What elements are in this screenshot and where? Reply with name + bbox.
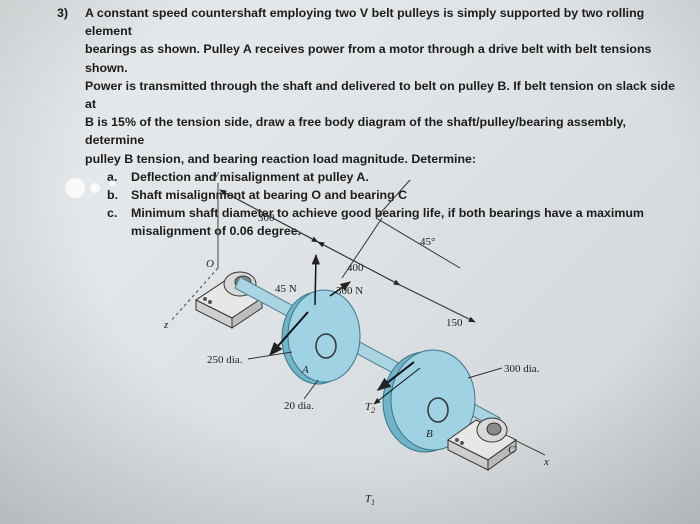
subitem-line: misalignment of 0.06 degree. xyxy=(131,224,302,239)
dim-400-label: 400 xyxy=(347,262,364,274)
dia-250-label: 250 dia. xyxy=(207,354,243,366)
paragraph-line: bearings as shown. Pulley A receives pow… xyxy=(85,42,652,75)
axis-z-label: z xyxy=(163,319,169,331)
force-300-label: 300 N xyxy=(336,285,363,297)
subitem-letter: b. xyxy=(107,188,119,203)
pulley-a xyxy=(269,253,361,385)
t2-label: T2 xyxy=(365,401,375,415)
problem-paragraph: A constant speed countershaft employing … xyxy=(85,4,677,168)
subitem-list: a. Deflection and misalignment at pulley… xyxy=(57,168,677,241)
subitem-letter: c. xyxy=(107,206,118,221)
glare-spots xyxy=(65,178,115,198)
subitem-letter: a. xyxy=(107,169,118,184)
axis-x-label: x xyxy=(543,456,549,468)
dim-150-label: 150 xyxy=(446,317,463,329)
subitem-c: c. Minimum shaft diameter to achieve goo… xyxy=(57,204,677,240)
point-o-label: O xyxy=(206,258,214,270)
subitem-line: Deflection and misalignment at pulley A. xyxy=(131,169,369,184)
subitem-line: Minimum shaft diameter to achieve good b… xyxy=(131,206,644,221)
point-c-label: C xyxy=(508,444,516,456)
paragraph-line: pulley B tension, and bearing reaction l… xyxy=(85,151,477,166)
force-45-label: 45 N xyxy=(275,283,297,295)
paragraph-line: A constant speed countershaft employing … xyxy=(85,6,645,39)
dia-300-leader xyxy=(467,367,503,379)
subitem-line: Shaft misalignment at bearing O and bear… xyxy=(131,188,408,203)
dia-20-leader xyxy=(303,379,319,400)
pulley-b xyxy=(373,349,476,453)
dia-300-label: 300 dia. xyxy=(504,363,540,375)
axis-y-label: y xyxy=(213,168,219,180)
t1-label: T1 xyxy=(365,493,375,507)
question-number: 3) xyxy=(57,6,69,20)
paragraph-line: Power is transmitted through the shaft a… xyxy=(85,78,676,112)
bearing-o xyxy=(195,271,263,329)
subitem-a: a. Deflection and misalignment at pulley… xyxy=(57,168,677,186)
dia-250-leader xyxy=(247,351,293,360)
angle-label: 45° xyxy=(420,236,435,248)
point-b-label: B xyxy=(426,428,433,440)
problem-text: 3) A constant speed countershaft employi… xyxy=(57,4,677,241)
paragraph-line: B is 15% of the tension side, draw a fre… xyxy=(85,115,626,148)
dim-300-label: 300 xyxy=(258,212,275,224)
dia-20-label: 20 dia. xyxy=(284,400,314,412)
point-a-label: A xyxy=(301,364,309,376)
subitem-b: b. Shaft misalignment at bearing O and b… xyxy=(57,186,677,204)
bearing-c xyxy=(447,417,517,471)
dimension-lines xyxy=(219,179,476,323)
